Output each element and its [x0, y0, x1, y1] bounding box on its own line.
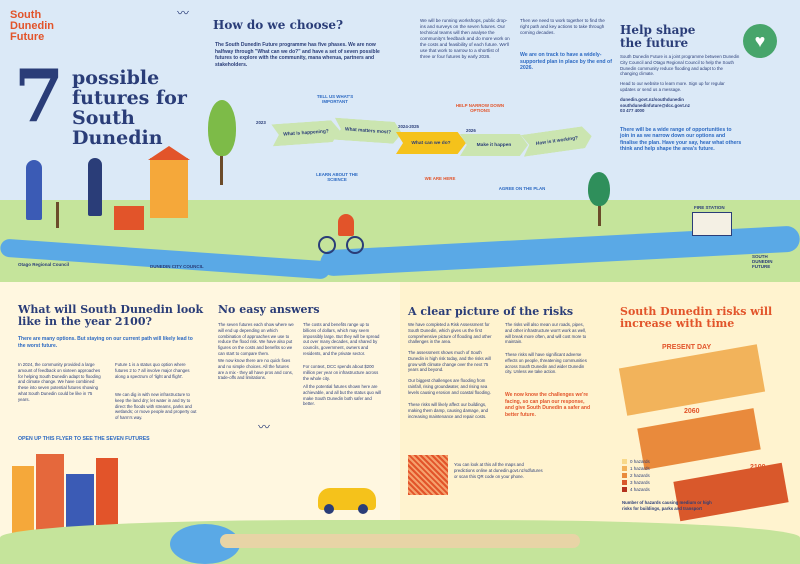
annotation-narrow: HELP NARROW DOWN OPTIONS [455, 103, 505, 113]
annotation-here: WE ARE HERE [424, 176, 456, 181]
step-what-can-we-do: What can we do? [396, 132, 466, 154]
step-how-is-it-working: How is it working? [521, 125, 593, 157]
fire-station [692, 212, 732, 236]
woman-figure [26, 160, 42, 220]
hero-number: 7 [14, 53, 65, 138]
bike-wheel [318, 236, 336, 254]
q2100-p3: We can dig in with new infrastructure to… [115, 392, 197, 421]
legend-item: 1 hazards [622, 465, 650, 472]
q2100-heading: What will South Dunedin look like in the… [18, 303, 204, 328]
risks-c2a: The risks will also mean our roads, pipe… [505, 322, 587, 345]
bike-wheel [346, 236, 364, 254]
year-2023: 2023 [256, 120, 266, 125]
legend-item: 2 hazards [622, 472, 650, 479]
orc-logo: Otago Regional Council [18, 262, 70, 267]
bird-icon: 〰 [258, 420, 271, 434]
map-label-present: PRESENT DAY [662, 344, 712, 351]
qr-text: You can look at this all the maps and pr… [454, 462, 543, 479]
easy-heading: No easy answers [218, 303, 320, 316]
increase-heading: South Dunedin risks will increase with t… [620, 305, 773, 330]
legend-swatch [622, 466, 627, 472]
cyclist-figure [338, 214, 354, 236]
phone-link[interactable]: 03 477 4000 [620, 108, 645, 114]
legend-item: 4 hazards [622, 486, 650, 493]
tree-trunk [220, 145, 223, 185]
map-label-2060: 2060 [684, 408, 700, 415]
legend-swatch [622, 480, 627, 486]
bird-icon: 〰 [177, 6, 190, 20]
tree-icon [588, 172, 610, 206]
risks-c2c: We now know the challenges we're facing,… [505, 392, 591, 418]
help-cta: There will be a wide range of opportunit… [620, 127, 742, 152]
how-col2b: We are on track to have a widely-support… [520, 52, 612, 71]
q2100-sub: There are many options. But staying on o… [18, 336, 193, 349]
tree-trunk [56, 202, 59, 228]
legend-item: 3 hazards [622, 479, 650, 486]
legend-swatch [622, 473, 627, 479]
orange-house [150, 158, 188, 218]
easy-c1b: We now know there are no quick fixes and… [218, 358, 293, 381]
easy-c1a: The seven futures each show where we wil… [218, 322, 294, 356]
house-roof [148, 146, 190, 160]
sdf-logo: SOUTH DUNEDIN FUTURE [752, 254, 773, 269]
annotation-learn: LEARN ABOUT THE SCIENCE [316, 172, 358, 182]
legend-item: 0 hazards [622, 458, 650, 465]
tree-trunk [598, 196, 601, 226]
south-dunedin-future-logo: South Dunedin Future [10, 9, 54, 43]
open-flyer-cta: OPEN UP THIS FLYER TO SEE THE SEVEN FUTU… [18, 436, 150, 442]
hazard-legend: 0 hazards 1 hazards 2 hazards 3 hazards … [622, 458, 650, 493]
legend-note: Number of hazards causing medium or high… [622, 500, 712, 511]
man-figure [88, 158, 102, 216]
road [220, 534, 580, 548]
small-house [114, 206, 144, 230]
easy-c2b: For context, DCC spends about $200 milli… [303, 364, 379, 381]
legend-swatch [622, 487, 627, 493]
q2100-p1: In 2024, the community provided a large … [18, 362, 101, 402]
step-make-it-happen: Make it happen [460, 134, 528, 156]
risks-heading: A clear picture of the risks [408, 305, 574, 318]
annotation-tell-us: TELL US WHAT'S IMPORTANT [316, 94, 354, 104]
email-link[interactable]: southdunedinfuture@dcc.govt.nz [620, 102, 690, 108]
risks-c1c: Our biggest challenges are flooding from… [408, 378, 491, 395]
easy-c2a: The costs and benefits range up to billi… [303, 322, 380, 356]
easy-c2c: All the potential futures shown here are… [303, 384, 382, 407]
dcc-logo: DUNEDIN CITY COUNCIL [150, 264, 204, 269]
how-col2a: Then we need to work together to find th… [520, 18, 605, 35]
car-wheel [358, 504, 368, 514]
apartment-building [96, 458, 118, 536]
annotation-agree: AGREE ON THE PLAN [498, 186, 546, 191]
hero-title: possible futures for South Dunedin [72, 67, 187, 149]
apartment-building [36, 454, 64, 536]
year-2026: 2026 [466, 128, 476, 133]
how-col1: We will be running workshops, public dro… [420, 18, 510, 59]
fire-station-sign: FIRE STATION [694, 205, 725, 210]
qr-code[interactable] [408, 455, 448, 495]
risks-c1a: We have completed a Risk Assessment for … [408, 322, 492, 345]
apartment-building [12, 466, 34, 536]
tree-icon [208, 100, 236, 156]
year-2024-2025: 2024-2025 [398, 124, 419, 129]
how-intro: The South Dunedin Future programme has f… [215, 42, 380, 68]
legend-swatch [622, 459, 627, 465]
how-heading: How do we choose? [213, 18, 344, 32]
help-heading: Help shape the future [620, 23, 696, 50]
website-link[interactable]: dunedin.govt.nz/southdunedin [620, 96, 684, 102]
risks-c1b: The assessment shows much of South Duned… [408, 350, 491, 373]
q2100-p2: Future 1 is a status quo option where fu… [115, 362, 190, 379]
step-what-is-happening: What is happening? [271, 120, 340, 147]
heart-hands-icon: ♥ [743, 24, 777, 58]
help-text: South Dunedin Future is a joint programm… [620, 54, 740, 114]
step-what-matters-most: What matters most? [333, 118, 402, 145]
car-wheel [324, 504, 334, 514]
risks-c2b: These risks will have significant advers… [505, 352, 587, 375]
risks-c1d: These risks will likely affect our build… [408, 402, 489, 419]
hero-panel: South Dunedin Future 7 possible futures … [0, 0, 800, 282]
